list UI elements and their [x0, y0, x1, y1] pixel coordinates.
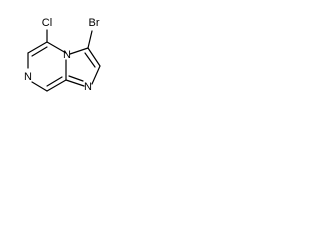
- bond-c8-c8a: [46, 79, 67, 92]
- molecular-structure: Cl Br N N N: [24, 17, 101, 93]
- bond-n4-c3: [69, 47, 89, 55]
- bond-n7-c8: [31, 81, 48, 92]
- atom-chlorine: Cl: [42, 17, 52, 29]
- bond-c3-c2-double: [84, 52, 96, 68]
- bond-c2-n1: [91, 65, 101, 85]
- bond-c5-c6-double: [31, 46, 48, 57]
- bond-c3-c2: [87, 47, 101, 67]
- bond-c8-c8a-double: [46, 76, 63, 87]
- atom-nitrogen-pyrazine: N: [24, 71, 32, 83]
- bond-n1-c8a: [65, 79, 85, 87]
- atom-nitrogen-imidazole: N: [84, 81, 92, 93]
- bond-n1-c8a-double: [68, 75, 84, 82]
- atom-bromine: Br: [89, 17, 100, 29]
- bond-c3-br: [87, 30, 93, 49]
- bond-c5-n4: [46, 41, 67, 54]
- atom-nitrogen-bridgehead: N: [63, 49, 71, 61]
- bond-c5-c6: [27, 41, 48, 54]
